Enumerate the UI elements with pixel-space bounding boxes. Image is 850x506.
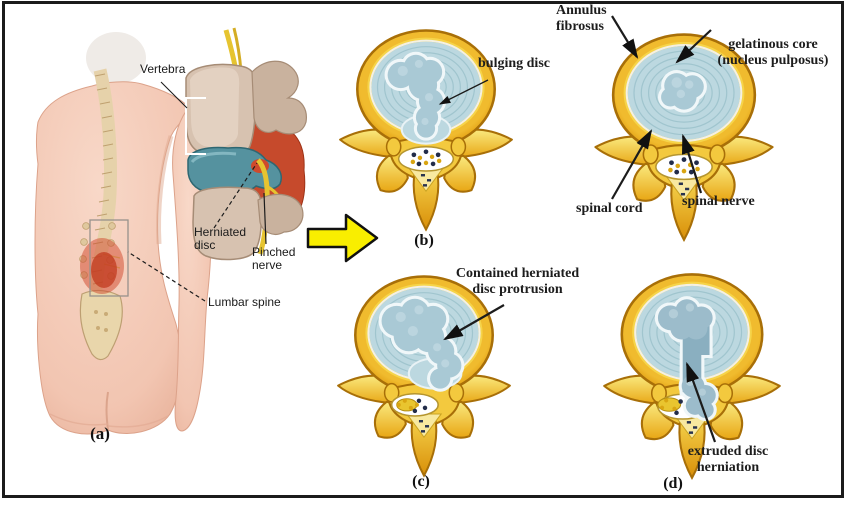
pinched-nerve-label: Pinched nerve — [252, 246, 295, 272]
figure-border — [2, 1, 844, 498]
nucleus-normal — [657, 70, 707, 113]
herniated-disc-label-line2: disc — [194, 238, 216, 252]
panel-b-vertebra-illustration — [338, 29, 514, 231]
panel-a-illustration — [34, 27, 307, 435]
annulus-fibrosus-label: Annulus fibrosus — [556, 3, 607, 35]
annulus-fibrosus-label-line2: fibrosus — [556, 19, 604, 34]
gelatinous-core-label-line1: gelatinous core — [728, 37, 818, 52]
extruded-herniation-label-line2: herniation — [696, 460, 760, 475]
pinched-nerve-label-line1: Pinched — [252, 245, 296, 259]
vertebra-label: Vertebra — [140, 62, 186, 76]
nucleus-protrusion — [378, 295, 465, 392]
panel-c-vertebra-illustration — [336, 275, 512, 477]
bulging-disc-label: bulging disc — [478, 56, 550, 71]
spinal-nerve-label: spinal nerve — [682, 194, 755, 209]
gelatinous-core-label-line2: (nucleus pulposus) — [717, 53, 829, 68]
herniated-disc-label-line1: Herniated — [194, 225, 247, 239]
panel-normal-vertebra-illustration — [594, 33, 774, 242]
panel-letter-a: (a) — [90, 424, 110, 443]
nucleus-bulging — [384, 51, 447, 141]
panel-letter-b: (b) — [414, 232, 434, 249]
panel-letter-d: (d) — [663, 475, 683, 492]
contained-herniation-label: Contained herniated disc protrusion — [445, 266, 590, 298]
gelatinous-core-label: gelatinous core (nucleus pulposus) — [706, 37, 840, 69]
canal-compressed — [390, 392, 439, 417]
vertebra-bracket — [185, 97, 206, 155]
extruded-herniation-label: extruded disc herniation — [663, 444, 793, 476]
pinched-nerve-label-line2: nerve — [252, 258, 283, 272]
spinal-cord-label: spinal cord — [576, 201, 643, 216]
panel-letter-c: (c) — [412, 473, 430, 490]
lumbar-spine-label: Lumbar spine — [208, 295, 281, 309]
herniated-disc-label: Herniated disc — [194, 226, 246, 252]
contained-herniation-label-line2: disc protrusion — [472, 282, 563, 297]
contained-herniation-label-line1: Contained herniated — [455, 266, 580, 281]
inflamed-lumbar-area — [80, 238, 124, 294]
annulus-fibrosus-label-line1: Annulus — [556, 3, 607, 18]
extruded-herniation-label-line1: extruded disc — [687, 444, 769, 459]
